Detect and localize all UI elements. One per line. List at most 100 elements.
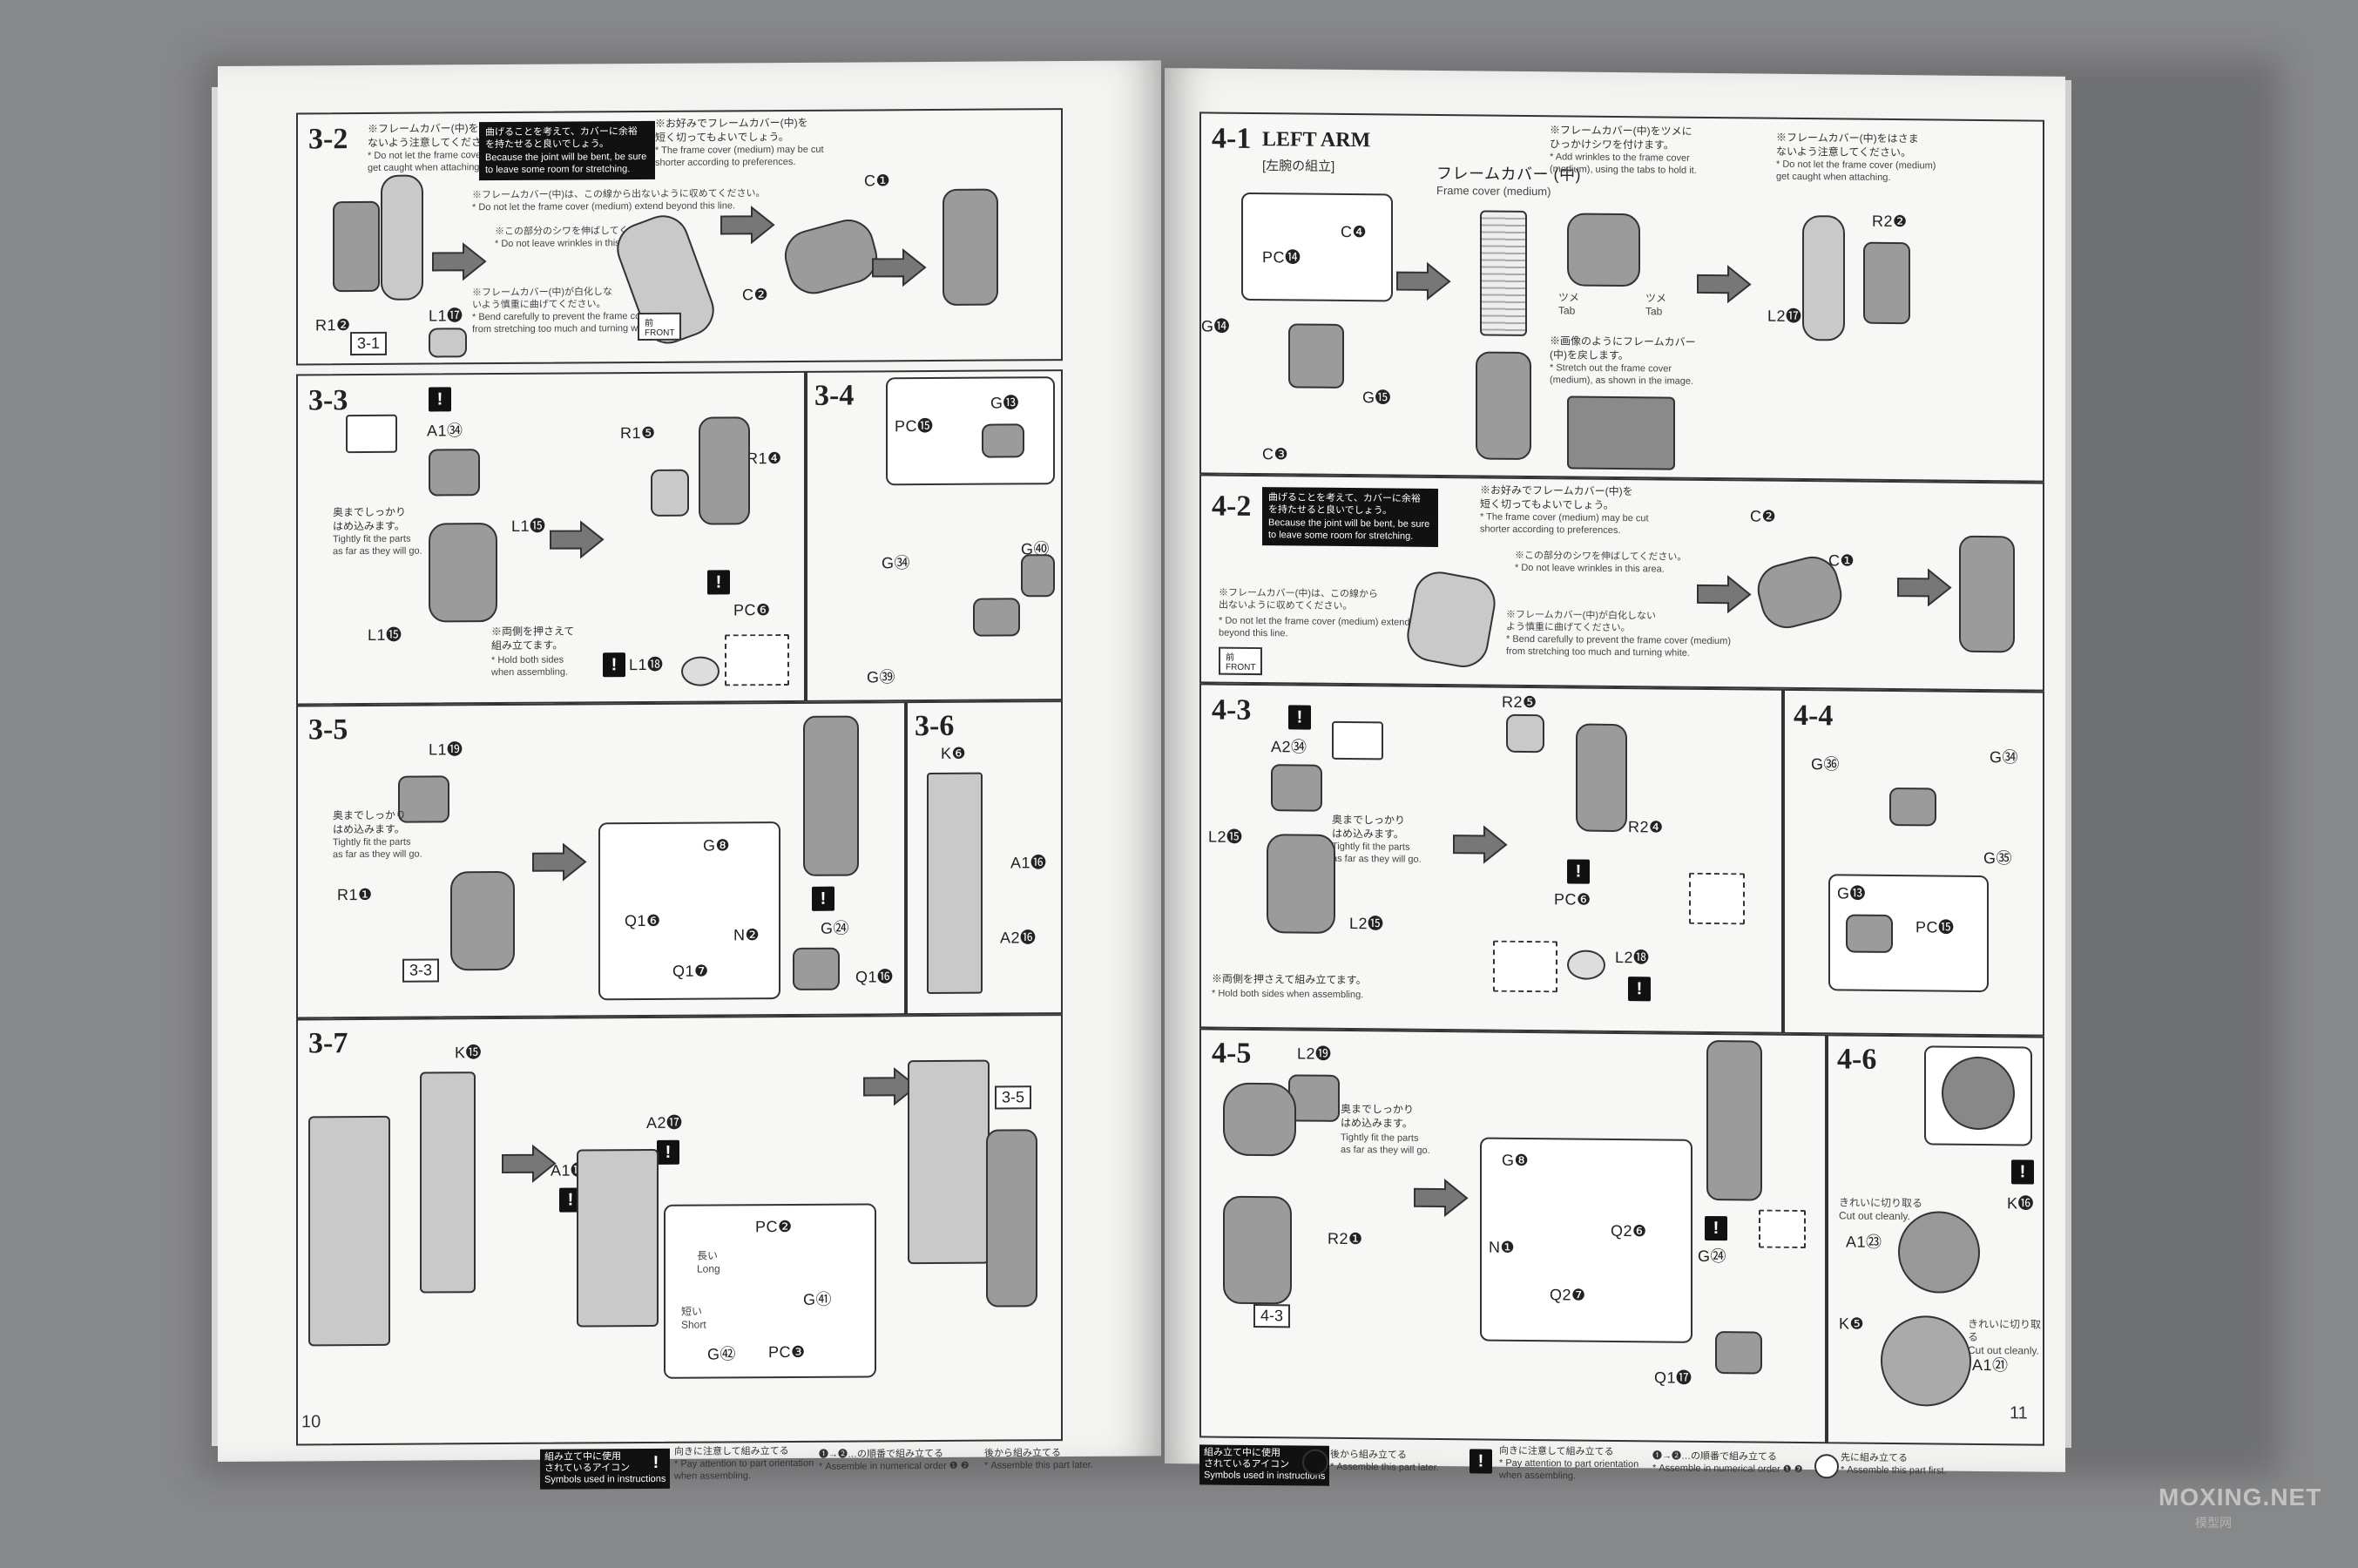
step-note: ※フレームカバー(中)は、この線から 出ないように収めてください。 xyxy=(1219,587,1378,612)
step-note: ※フレームカバー(中)をはさま ないよう注意してください。 xyxy=(1776,131,1919,159)
part-label: K⓰ xyxy=(2007,1194,2035,1213)
step-number: 4-2 xyxy=(1212,490,1252,523)
photo-frame-cover xyxy=(1567,395,1675,470)
inner-frame-part xyxy=(1476,351,1531,461)
tip-box: 曲げることを考えて、カバーに余裕 を持たせると良いでしょう。 Because t… xyxy=(479,120,655,181)
step-number: 3-5 xyxy=(308,713,348,747)
part-label: K❺ xyxy=(1839,1315,1865,1333)
step-4-4-panel: 4-4 G㊱ G㉞ G㉟ G⓭ PC⓯ xyxy=(1783,688,2044,1037)
part-label: R2❶ xyxy=(1328,1229,1363,1248)
part-piece xyxy=(1889,787,1936,827)
big-arrow-icon xyxy=(1453,825,1508,864)
part-piece xyxy=(973,598,1020,637)
part-label: PC❻ xyxy=(733,601,771,619)
part-label: R2❷ xyxy=(1872,212,1908,231)
part-piece xyxy=(793,947,840,990)
step-3-7-panel: 3-7 K⓯ A1⓱ ! A2⓱ ! PC❷ 長い Long 短い Short … xyxy=(296,1014,1063,1446)
step-number: 3-3 xyxy=(308,384,348,417)
step-note: Tightly fit the parts as far as they wil… xyxy=(1341,1132,1430,1156)
attention-icon: ! xyxy=(1567,859,1590,884)
step-number: 4-5 xyxy=(1212,1037,1252,1070)
step-3-5-panel: 3-5 L1⓳ 奥までしっかり はめ込みます。 Tightly fit the … xyxy=(296,701,906,1019)
page-edge-stack-right xyxy=(2063,80,2071,1448)
step-note: * Do not let the frame cover (medium) ex… xyxy=(1219,615,1410,639)
left-page: 3-2 ※フレームカバー(中)をはさま ないよう注意してください。 * Do n… xyxy=(218,60,1161,1490)
frame-cover-bent xyxy=(1402,567,1500,672)
elbow-part xyxy=(1576,723,1627,833)
part-label: L1⓲ xyxy=(629,655,664,674)
upper-arm-part xyxy=(803,715,859,876)
part-label: R2❹ xyxy=(1628,818,1664,836)
shield-part xyxy=(1881,1315,1971,1407)
detail-box xyxy=(725,633,789,686)
step-4-6-panel: 4-6 ! K⓰ きれいに切り取る Cut out cleanly. A1㉓ K… xyxy=(1827,1034,2044,1446)
part-label: G㉟ xyxy=(1983,849,2013,868)
part-piece xyxy=(346,414,397,454)
part-piece xyxy=(1021,554,1055,598)
ref-step-box: 3-5 xyxy=(995,1085,1032,1110)
step-note: ※お好みでフレームカバー(中)を 短く切ってもよいでしょう。 xyxy=(655,116,808,144)
armor-panel xyxy=(308,1115,390,1347)
part-label: G㉔ xyxy=(821,919,850,937)
frame-cover-tube xyxy=(1480,210,1527,336)
part-label: G⓭ xyxy=(1837,884,1867,902)
part-piece xyxy=(1332,720,1383,760)
attention-icon: ! xyxy=(1628,977,1651,1002)
big-arrow-icon xyxy=(872,248,927,287)
ref-step-box: 4-3 xyxy=(1253,1303,1291,1328)
part-label: L1⓱ xyxy=(429,307,463,325)
part-label: G㉞ xyxy=(1990,748,2019,767)
step-number: 4-1 xyxy=(1212,122,1252,155)
part-label: L1⓳ xyxy=(429,740,463,759)
attention-icon: ! xyxy=(812,886,834,911)
later-icon xyxy=(1302,1449,1328,1476)
step-number: 4-6 xyxy=(1837,1043,1877,1076)
elbow-part xyxy=(429,523,497,623)
part-label: Q1⓰ xyxy=(855,968,894,986)
part-label: G⓮ xyxy=(1201,317,1231,335)
part-label: G❽ xyxy=(1502,1151,1530,1170)
page-number: 10 xyxy=(301,1412,321,1432)
attention-icon: ! xyxy=(603,652,625,678)
part-piece xyxy=(1846,914,1893,954)
step-note: きれいに切り取る Cut out cleanly. xyxy=(1968,1317,2042,1357)
elbow-part xyxy=(1223,1195,1292,1305)
watermark-logo: MOXING.NET xyxy=(2159,1484,2322,1511)
part-label: G⓯ xyxy=(1362,389,1392,407)
upper-arm-part xyxy=(1706,1039,1762,1201)
step-note: Tightly fit the parts as far as they wil… xyxy=(1332,841,1422,865)
step-note: 奥までしっかり はめ込みます。 xyxy=(333,808,407,835)
part-label: A1㉓ xyxy=(1846,1233,1882,1251)
part-label: A2㉞ xyxy=(1271,738,1307,756)
part-label: L1⓯ xyxy=(368,625,402,644)
big-arrow-icon xyxy=(720,206,775,245)
arm-assembly xyxy=(1959,535,2015,653)
detail-box xyxy=(1759,1209,1806,1249)
big-arrow-icon xyxy=(550,520,605,559)
part-label: K❻ xyxy=(941,744,967,762)
page-number: 11 xyxy=(2010,1403,2028,1423)
part-label: Q1❼ xyxy=(672,962,709,980)
part-label: A1⓰ xyxy=(1010,854,1047,872)
legend-item: 向きに注意して組み立てる * Pay attention to part ori… xyxy=(1499,1445,1639,1482)
tip-box: 曲げることを考えて、カバーに余裕 を持たせると良いでしょう。 Because t… xyxy=(1262,487,1438,548)
step-note: * Do not leave wrinkles in this area. xyxy=(1515,562,1665,575)
part-label: PC❸ xyxy=(768,1342,806,1362)
part-piece xyxy=(429,449,480,497)
part-label: Q1⓱ xyxy=(1654,1369,1692,1387)
cover-label-en: Frame cover (medium) xyxy=(1436,183,1551,199)
ref-step-box: 3-1 xyxy=(350,331,388,356)
elbow-part xyxy=(699,416,750,525)
part-label: L2⓯ xyxy=(1208,828,1243,846)
step-note: Tightly fit the parts as far as they wil… xyxy=(333,533,422,557)
right-page: 4-1 LEFT ARM [左腕の組立] PC⓮ C❹ G⓮ G⓯ C❸ フレー… xyxy=(1165,68,2065,1486)
step-number: 3-6 xyxy=(915,709,955,743)
section-title: LEFT ARM xyxy=(1262,128,1371,152)
step-4-5-panel: 4-5 L2⓳ 奥までしっかり はめ込みます。 Tightly fit the … xyxy=(1199,1028,1827,1444)
big-arrow-icon xyxy=(863,1067,918,1106)
part-label: A2⓰ xyxy=(1000,929,1037,947)
tab-label: ツメ Tab xyxy=(1645,292,1667,318)
part-label: C❷ xyxy=(1750,507,1777,525)
shoulder-part xyxy=(1288,323,1344,389)
